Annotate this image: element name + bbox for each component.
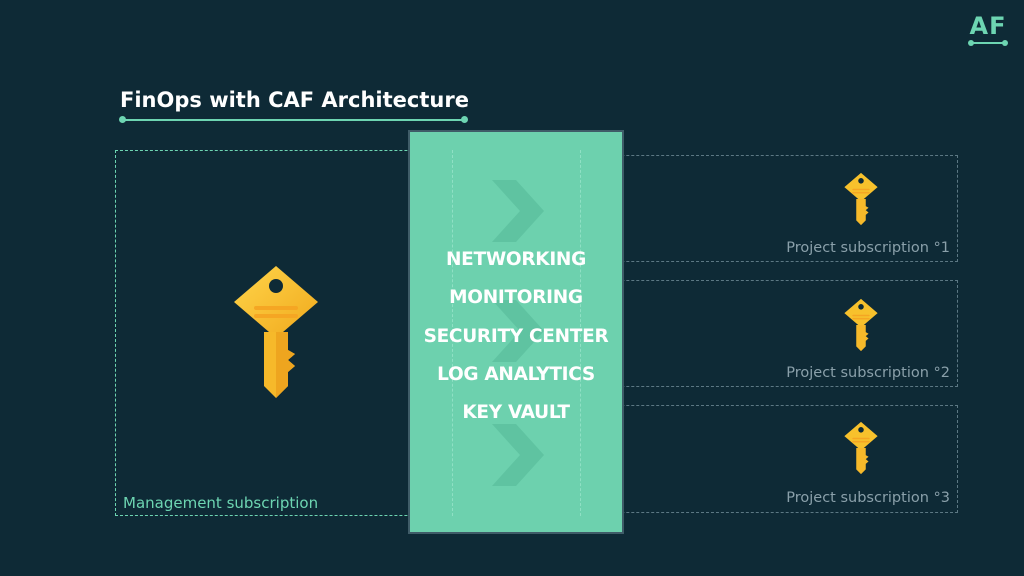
key-icon	[842, 419, 880, 477]
title-underline	[122, 119, 466, 121]
brand-logo-text: AF	[969, 12, 1007, 40]
service-key-vault: KEY VAULT	[462, 402, 570, 423]
key-icon	[228, 262, 324, 402]
brand-logo-dot	[968, 40, 974, 46]
chevron-right-icon	[492, 180, 544, 242]
management-subscription-label: Management subscription	[123, 494, 319, 512]
service-log-analytics: LOG ANALYTICS	[437, 364, 595, 385]
chevron-right-icon	[492, 424, 544, 486]
service-security-center: SECURITY CENTER	[423, 326, 609, 347]
key-icon	[842, 170, 880, 228]
project-subscription-label-1: Project subscription °1	[786, 240, 950, 256]
project-subscription-label-3: Project subscription °3	[786, 490, 950, 506]
key-icon	[842, 296, 880, 354]
brand-logo-dot	[1002, 40, 1008, 46]
divider	[580, 150, 581, 516]
brand-logo: AF	[964, 12, 1012, 48]
title-underline-dot	[461, 116, 468, 123]
title-underline-dot	[119, 116, 126, 123]
service-monitoring: MONITORING	[449, 287, 583, 308]
project-subscription-label-2: Project subscription °2	[786, 365, 950, 381]
service-networking: NETWORKING	[445, 249, 586, 270]
chevron-right-icon	[492, 300, 544, 362]
divider	[452, 150, 453, 516]
brand-logo-line	[970, 42, 1006, 44]
page-title: FinOps with CAF Architecture	[120, 88, 469, 112]
